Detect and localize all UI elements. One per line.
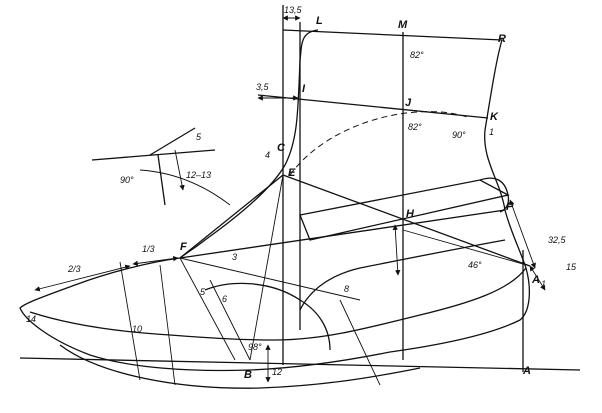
front-leg-contour <box>180 30 318 258</box>
point-a1: A <box>531 274 540 286</box>
cross-line-4 <box>340 300 380 385</box>
dim-label-12: 12 <box>272 367 282 377</box>
cross-line-2 <box>160 265 175 385</box>
dim-label-1-3: 1/3 <box>142 244 155 254</box>
dim-label-12-13: 12–13 <box>186 170 211 180</box>
dim-label-15: 15 <box>566 262 577 272</box>
point-c: C <box>277 142 286 154</box>
point-m: M <box>398 19 408 31</box>
dim-label-32-5: 32,5 <box>548 235 567 245</box>
point-f: F <box>180 241 187 253</box>
point-e: E <box>288 167 296 179</box>
point-j: J <box>405 97 412 109</box>
dim-label-5-inset: 5 <box>196 132 202 142</box>
line-h-a1 <box>403 230 530 266</box>
angle-46: 46° <box>468 260 482 270</box>
dim-label-3: 3 <box>232 252 237 262</box>
angle-98: 98° <box>248 342 262 352</box>
dim-label-6: 6 <box>222 294 227 304</box>
sole-lower-curve <box>60 345 420 388</box>
dim-label-5-lower: 5 <box>200 287 206 297</box>
line-e-a1 <box>283 175 530 266</box>
cross-line-1 <box>120 262 140 380</box>
point-r: R <box>498 33 506 45</box>
inset-diagonal <box>150 128 195 155</box>
top-line-l-r <box>283 30 502 40</box>
angle-90-k: 90° <box>452 130 466 140</box>
base-line <box>20 358 580 370</box>
inset-arrow <box>175 150 183 190</box>
dim-label-10: 10 <box>132 324 142 334</box>
point-a1-subscript: 1 <box>541 279 546 289</box>
point-k: K <box>490 111 499 123</box>
angle-82-mid: 82° <box>408 122 422 132</box>
inset-vertical <box>158 155 165 205</box>
inset-curve <box>140 170 230 205</box>
dim-label-4: 4 <box>265 150 270 160</box>
dim-arrow-h-vertical <box>395 225 398 275</box>
dim-label-14: 14 <box>26 314 36 324</box>
dim-label-3-5: 3,5 <box>256 82 270 92</box>
point-l: L <box>316 15 323 27</box>
line-e-b <box>250 175 283 360</box>
top-band <box>300 180 508 240</box>
point-a: A <box>522 365 531 377</box>
angle-90-inset: 90° <box>120 175 134 185</box>
point-b: B <box>244 369 252 381</box>
point-p: P <box>506 201 514 213</box>
dim-label-8: 8 <box>344 284 349 294</box>
line-f-p <box>180 210 505 258</box>
point-i: I <box>302 83 306 95</box>
cross-line-6 <box>180 258 360 300</box>
dim-arrow-2-3 <box>35 266 130 290</box>
dashed-curve-top <box>290 112 470 175</box>
angle-82-top: 82° <box>410 50 424 60</box>
dim-label-1: 1 <box>489 127 494 137</box>
cross-line-5 <box>180 258 235 360</box>
inset-horizontal <box>92 150 215 160</box>
dim-label-2-3: 2/3 <box>67 264 81 274</box>
cross-line-3 <box>210 280 250 360</box>
dim-arrow-1-3 <box>133 258 178 264</box>
back-leg-contour <box>485 40 526 268</box>
dim-label-13-5: 13,5 <box>284 5 303 15</box>
shoe-inner-contour <box>30 268 526 340</box>
point-h: H <box>406 208 415 220</box>
